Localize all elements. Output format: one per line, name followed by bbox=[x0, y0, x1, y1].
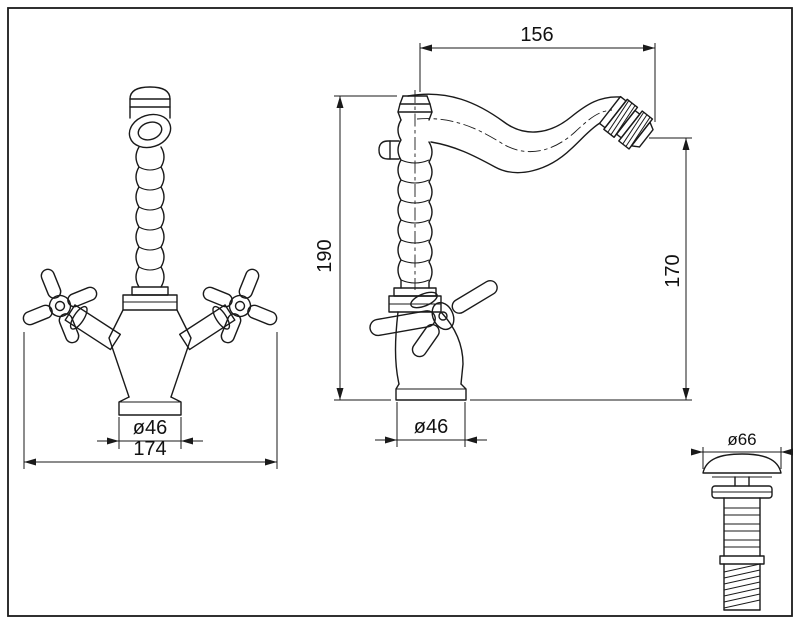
dimension-spout-reach: 156 bbox=[419, 24, 656, 122]
dim-label-total-height: 190 bbox=[314, 239, 336, 272]
side-column bbox=[397, 90, 433, 290]
front-handle-right bbox=[178, 268, 278, 351]
drain-fitting-view: ø66 bbox=[691, 430, 793, 611]
dim-label-side-base-diameter: ø46 bbox=[414, 416, 448, 438]
front-view: ø46 174 bbox=[22, 86, 278, 469]
drain-cap bbox=[702, 453, 782, 487]
side-view: 156 190 170 ø46 bbox=[314, 24, 692, 447]
dimension-drain-cap-diameter: ø66 bbox=[691, 430, 793, 469]
dim-label-front-base-diameter: ø46 bbox=[133, 417, 167, 439]
drawing-border bbox=[7, 7, 793, 617]
front-handle-left bbox=[22, 268, 122, 351]
drain-thread bbox=[723, 563, 761, 611]
drain-body bbox=[719, 497, 765, 565]
dimension-total-height: 190 bbox=[314, 95, 397, 401]
side-handle bbox=[369, 279, 498, 358]
front-collar bbox=[122, 286, 178, 311]
dim-label-spout-reach: 156 bbox=[520, 24, 553, 46]
dimension-side-base-diameter: ø46 bbox=[375, 402, 487, 447]
side-knob bbox=[378, 140, 400, 160]
side-spout bbox=[407, 93, 621, 174]
dim-label-drain-cap-diameter: ø66 bbox=[727, 430, 756, 449]
front-body bbox=[108, 309, 192, 416]
dimension-outlet-height: 170 bbox=[470, 137, 692, 401]
front-spout-top bbox=[128, 86, 172, 149]
dim-label-front-width: 174 bbox=[133, 438, 166, 460]
dimension-front-width: 174 bbox=[23, 332, 278, 469]
drain-flange bbox=[711, 485, 773, 499]
side-collar bbox=[388, 287, 442, 313]
side-body bbox=[394, 311, 467, 401]
dimension-front-base-diameter: ø46 bbox=[97, 417, 203, 449]
spout-aerator bbox=[598, 95, 654, 150]
front-column bbox=[135, 146, 165, 288]
dim-label-outlet-height: 170 bbox=[662, 254, 684, 287]
